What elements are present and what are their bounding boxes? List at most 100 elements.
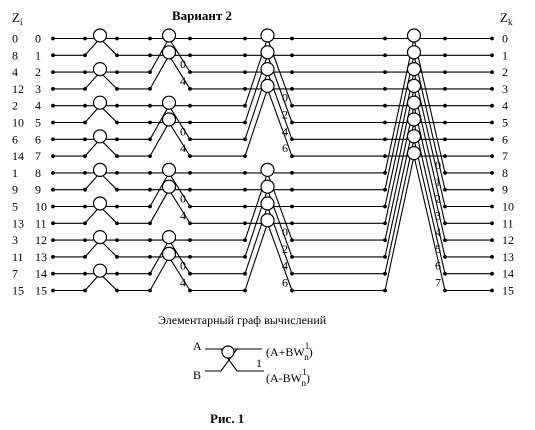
label-layer: 0841221061419513311715012345678910111213… <box>12 32 514 298</box>
stage-output-dot <box>443 171 447 175</box>
stage-output-dot <box>115 187 119 192</box>
stage-output-dot <box>115 87 119 91</box>
butterfly-node <box>161 230 177 245</box>
butterfly-cross-down <box>266 223 293 291</box>
twiddle-label: 6 <box>435 259 441 273</box>
output-index-label: 11 <box>502 216 514 230</box>
twiddle-label: 4 <box>180 208 186 222</box>
stage-output-dot <box>188 36 192 41</box>
butterfly-node <box>260 28 275 43</box>
input-dot <box>51 221 55 226</box>
output-dot <box>490 120 494 125</box>
stage-output-dot <box>443 87 447 91</box>
stage-output-dot <box>115 70 119 74</box>
input-dot <box>51 137 55 142</box>
stage-output-dot <box>115 53 119 58</box>
stage-output-dot <box>443 120 447 125</box>
stage-input-dot <box>83 70 87 74</box>
stage-output-dot <box>115 137 119 142</box>
butterfly-cross-up <box>384 105 415 241</box>
stage-output-dot <box>290 187 294 192</box>
stage-input-dot <box>383 271 387 276</box>
stage-output-dot <box>115 171 119 175</box>
stage-output-dot <box>115 154 119 159</box>
stage-output-dot <box>188 171 192 175</box>
stage-output-dot <box>115 255 119 259</box>
stage-input-dot <box>383 221 387 226</box>
legend-input-a: A <box>193 339 202 353</box>
input-index-label: 12 <box>35 233 47 247</box>
butterfly-node <box>260 162 275 177</box>
stage-input-dot <box>83 255 87 259</box>
output-index-label: 7 <box>502 149 508 163</box>
stage-output-dot <box>188 70 192 74</box>
stage-input-dot <box>83 120 87 125</box>
input-dot <box>51 238 55 243</box>
input-index-label: 13 <box>35 250 47 264</box>
stage-output-dot <box>443 137 447 142</box>
stage-input-dot <box>243 187 247 192</box>
stage-output-dot <box>290 204 294 209</box>
twiddle-label: 0 <box>180 124 186 138</box>
butterfly-node <box>161 112 177 127</box>
input-order-label: 4 <box>12 65 18 79</box>
stage-output-dot <box>290 154 294 159</box>
stage-input-dot <box>243 87 247 91</box>
input-index-label: 14 <box>35 267 47 281</box>
butterfly-cross-up <box>149 55 170 90</box>
twiddle-label: 6 <box>282 141 288 155</box>
legend-input-b: B <box>193 368 201 382</box>
output-index-label: 1 <box>502 48 508 62</box>
stage-input-dot <box>83 87 87 91</box>
twiddle-label: 6 <box>282 276 288 290</box>
stage-output-dot <box>290 103 294 108</box>
input-order-label: 5 <box>12 200 18 214</box>
butterfly-cross-up <box>149 122 170 157</box>
stage-input-dot <box>83 36 87 41</box>
stage-output-dot <box>188 255 192 259</box>
butterfly-node <box>406 61 422 77</box>
output-dot <box>490 271 494 276</box>
stage-input-dot <box>83 204 87 209</box>
butterfly-node <box>92 196 108 211</box>
input-dot <box>51 120 55 125</box>
stage-input-dot <box>148 137 152 142</box>
output-dot <box>490 204 494 209</box>
stage-input-dot <box>83 137 87 142</box>
stage-output-dot <box>290 36 294 41</box>
butterfly-cross-up <box>384 139 415 274</box>
stage-input-dot <box>83 103 87 108</box>
stage-input-dot <box>243 288 247 293</box>
butterfly-node <box>161 28 177 43</box>
stage-input-dot <box>383 103 387 108</box>
input-index-label: 8 <box>35 166 41 180</box>
butterfly-node <box>260 78 275 94</box>
butterfly-node <box>92 129 108 144</box>
stage-input-dot <box>148 36 152 41</box>
input-order-label: 8 <box>12 48 18 62</box>
stage-input-dot <box>243 53 247 58</box>
butterfly-cross-down <box>266 88 293 157</box>
output-index-label: 5 <box>502 116 508 130</box>
input-index-label: 9 <box>35 183 41 197</box>
input-index-label: 3 <box>35 82 41 96</box>
stage-input-dot <box>148 271 152 276</box>
butterfly-cross-up <box>384 155 415 291</box>
input-dot <box>51 70 55 74</box>
output-index-label: 15 <box>502 284 514 298</box>
output-dot <box>490 36 494 41</box>
input-order-label: 6 <box>12 132 18 146</box>
butterfly-cross-up <box>384 122 415 258</box>
twiddle-label: 4 <box>282 259 288 273</box>
stage-input-dot <box>243 154 247 159</box>
output-dot <box>490 53 494 58</box>
stage-input-dot <box>83 271 87 276</box>
stage-output-dot <box>290 171 294 175</box>
stage-input-dot <box>243 221 247 226</box>
butterfly-cross-down <box>168 122 191 157</box>
butterfly-cross-down <box>413 105 446 241</box>
input-index-label: 10 <box>35 200 47 214</box>
input-dot <box>51 288 55 293</box>
output-index-label: 0 <box>502 32 508 46</box>
butterfly-node <box>260 45 275 60</box>
